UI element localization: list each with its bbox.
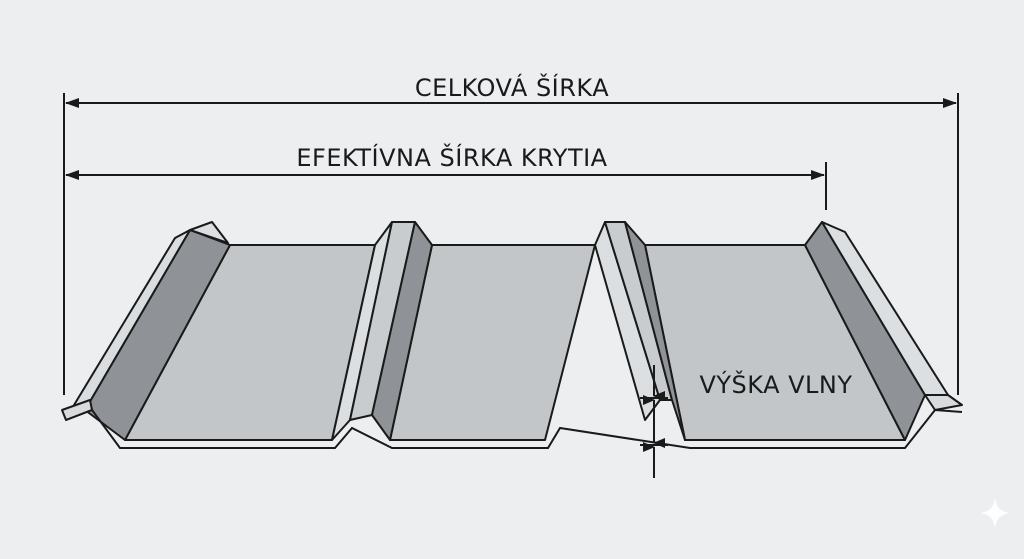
effective-width-dimension (65, 162, 827, 210)
total-width-label: CELKOVÁ ŠÍRKA (415, 72, 609, 102)
sheet-edge-front (65, 408, 963, 449)
rib-left-edge-top (189, 221, 229, 244)
rib-right-edge-flange (924, 394, 963, 411)
rib-2-right-web (624, 221, 686, 441)
sheet-pans (124, 244, 906, 441)
wave-height-dimension (640, 365, 668, 478)
wave-height-label: VÝŠKA VLNY (699, 369, 852, 399)
sparkle-icon (980, 498, 1010, 528)
total-width-dimension (63, 93, 959, 395)
rib-1-right-web (371, 221, 433, 441)
effective-width-label: EFEKTÍVNA ŠÍRKA KRYTIA (296, 142, 607, 172)
sheet-edge (65, 408, 963, 449)
